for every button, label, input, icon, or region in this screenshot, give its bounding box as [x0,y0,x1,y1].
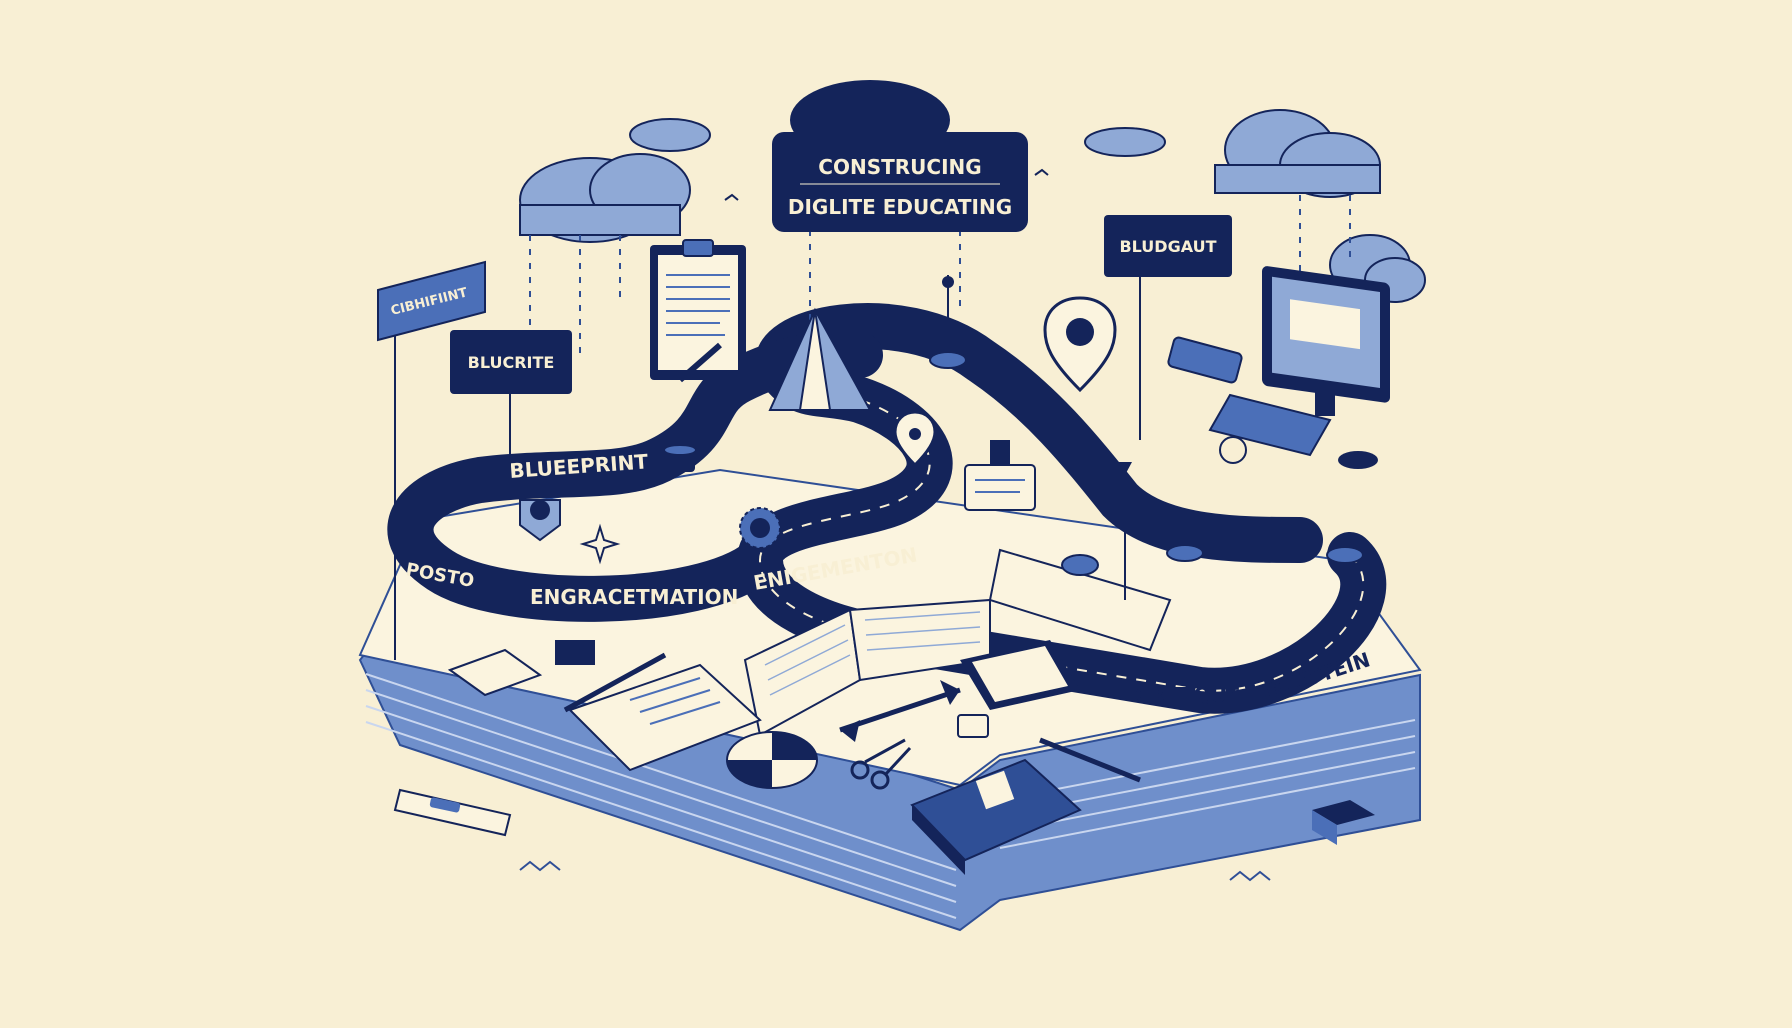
hanging-lines [529,195,1351,360]
clipboard-icon [650,239,746,383]
cloud-icon [1084,127,1166,157]
ticket-icon [393,788,512,837]
computer-monitor-icon [1262,266,1390,416]
coffee-cup-icon [665,446,695,472]
card-icon [447,640,595,697]
left-sign: BLUCRITE [450,330,572,480]
location-pin-icon [1043,296,1117,393]
rolled-map-icon [988,548,1172,652]
tablet-icon [960,640,1080,710]
signboard-icon [964,440,1036,511]
right-sign: BLUDGAUT [1104,215,1232,440]
left-flag-sign: CIBHIFIINT [377,260,486,660]
title-banner: CONSTRUCING DIGLITE EDUCATING [772,132,1028,232]
bird-icon [724,168,1049,201]
cloud-icon [629,118,711,152]
cloud-icon [519,153,691,243]
map-marker-icon [929,275,967,369]
closed-book-icon [910,758,1082,875]
pie-chart-icon [726,731,818,789]
ink-box-icon [1312,800,1375,845]
left-sign-label: BLUCRITE [468,353,555,372]
cloud-icon [1214,109,1381,198]
phone-icon [1167,336,1243,384]
shield-badge-icon [519,499,561,542]
sparkle-icon [579,523,621,565]
tent-icon [768,307,872,411]
mouse-icon [1338,451,1378,469]
lightbulb-icon [1219,436,1247,464]
path-label-critique: CRITIQUE [1135,683,1241,707]
title-line-1: CONSTRUCING [818,155,981,179]
location-pin-icon [893,410,937,468]
pencil-icon [563,652,667,713]
path-label-engracetmation: ENGRACETMATION [530,585,738,609]
double-arrow-icon [839,680,961,742]
keyboard-icon [1208,393,1332,457]
right-sign-label: BLUDGAUT [1119,237,1216,256]
scissors-icon [850,738,912,790]
gear-icon [739,507,781,549]
title-line-2: DIGLITE EDUCATING [788,195,1012,219]
flag-icon [1118,462,1364,600]
wave-mark-icon [519,860,1271,882]
pencil-icon [1039,737,1141,783]
document-icon [568,663,762,772]
stamp-icon [957,714,989,738]
